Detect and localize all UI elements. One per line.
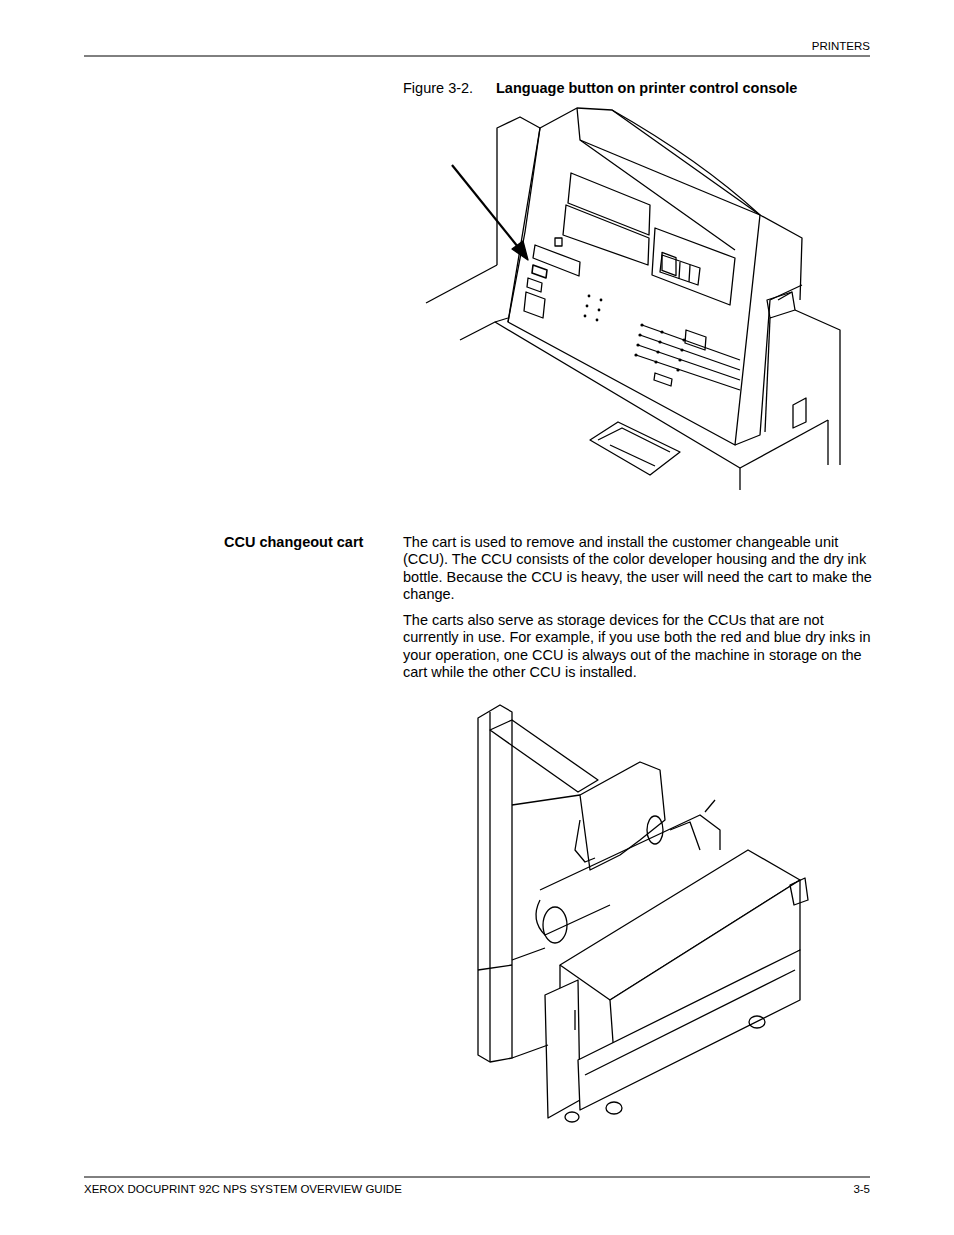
line-art	[512, 795, 580, 805]
line-art	[540, 815, 720, 890]
running-header: PRINTERS	[812, 38, 870, 55]
line-art	[598, 309, 601, 312]
line-art	[478, 705, 808, 1122]
line-art	[689, 265, 690, 282]
line-art	[84, 1177, 870, 1178]
line-art	[670, 822, 700, 850]
line-art	[575, 820, 595, 862]
section-heading: CCU changeout cart	[224, 534, 363, 551]
line-art	[588, 295, 591, 298]
line-art	[647, 816, 663, 844]
line-art	[642, 325, 740, 360]
line-art	[598, 428, 670, 452]
line-art	[596, 319, 599, 322]
line-art	[586, 305, 589, 308]
line-art	[563, 205, 649, 265]
line-art	[585, 970, 795, 1075]
line-art	[478, 965, 512, 970]
line-art	[606, 1102, 622, 1114]
line-art	[600, 299, 603, 302]
line-art	[532, 265, 547, 278]
line-art	[84, 56, 870, 57]
line-art	[490, 720, 598, 792]
line-art	[590, 422, 680, 475]
line-art	[767, 292, 795, 318]
line-art	[533, 245, 580, 276]
line-art	[584, 295, 686, 372]
line-art	[705, 800, 715, 812]
line-art	[580, 140, 760, 215]
line-art	[795, 310, 840, 465]
line-art	[545, 980, 580, 1118]
body-paragraph: The cart is used to remove and install t…	[403, 534, 873, 603]
line-art	[478, 705, 512, 1062]
line-art	[426, 108, 840, 490]
line-art	[508, 108, 760, 445]
running-footer: XEROX DOCUPRINT 92C NPS SYSTEM OVERVIEW …	[84, 1181, 402, 1198]
line-art	[827, 420, 828, 465]
line-art	[765, 318, 770, 432]
line-art	[580, 762, 665, 870]
page-number: 3-5	[853, 1181, 870, 1198]
line-art	[660, 255, 700, 285]
line-art	[565, 1112, 579, 1122]
line-art	[679, 262, 680, 279]
line-art	[555, 238, 562, 246]
line-art	[495, 318, 508, 322]
line-art	[739, 468, 740, 490]
line-art	[512, 241, 528, 260]
line-art	[610, 445, 655, 466]
line-art	[638, 345, 740, 380]
line-art	[790, 878, 808, 905]
line-art	[740, 420, 828, 468]
line-art	[749, 1016, 765, 1028]
line-art	[524, 292, 545, 318]
line-art	[543, 907, 567, 943]
line-art	[452, 165, 522, 252]
line-art	[652, 228, 735, 305]
line-art	[508, 128, 540, 322]
line-art	[654, 373, 672, 386]
line-art	[640, 335, 740, 370]
line-art	[568, 173, 650, 235]
line-art	[578, 950, 800, 1110]
line-art	[426, 265, 497, 303]
line-art	[574, 1010, 575, 1030]
line-art	[735, 285, 802, 445]
line-art	[536, 900, 610, 935]
figure-caption: Language button on printer control conso…	[496, 80, 797, 97]
line-art	[512, 1045, 548, 1058]
line-art	[584, 315, 587, 318]
line-art	[527, 278, 542, 292]
figure-number: Figure 3-2.	[403, 80, 473, 97]
line-art	[636, 355, 740, 390]
line-art	[685, 330, 706, 350]
line-art	[512, 948, 545, 960]
line-art	[489, 712, 490, 1062]
line-art	[778, 292, 792, 300]
line-art	[793, 398, 806, 428]
body-paragraph: The carts also serve as storage devices …	[403, 612, 873, 681]
